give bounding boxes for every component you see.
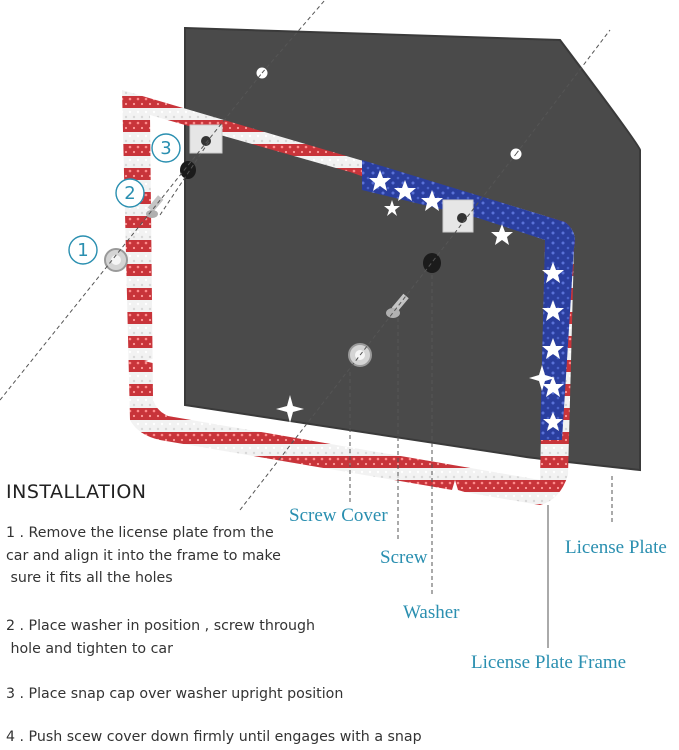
svg-text:2: 2 (124, 183, 135, 204)
step-1-line-3: sure it fits all the holes (6, 570, 173, 586)
installation-step-1: 1 . Remove the license plate from the ca… (6, 522, 336, 590)
label-screw-cover: Screw Cover (289, 505, 388, 526)
callout-3: 3 (151, 133, 181, 163)
screw-cover-left (104, 248, 128, 272)
step-3-line-1: 3 . Place snap cap over washer upright p… (6, 686, 344, 702)
label-screw: Screw (380, 547, 428, 568)
step-1-line-1: 1 . Remove the license plate from the (6, 525, 274, 541)
step-2-line-2: hole and tighten to car (6, 640, 173, 657)
installation-step-4: 4 . Push scew cover down firmly until en… (6, 726, 426, 749)
callout-1: 1 (68, 235, 98, 265)
callout-2: 2 (115, 178, 145, 208)
screw-left (146, 195, 164, 218)
svg-text:1: 1 (77, 240, 88, 261)
license-plate (184, 26, 641, 472)
label-license-plate: License Plate (565, 537, 667, 558)
washer-right (423, 253, 441, 273)
installation-title: INSTALLATION (6, 481, 147, 503)
washer-left (180, 161, 196, 179)
sparkle-highlights (144, 345, 555, 506)
installation-step-2: 2 . Place washer in position , screw thr… (6, 615, 336, 660)
installation-step-3: 3 . Place snap cap over washer upright p… (6, 683, 406, 706)
step-2-line-1: 2 . Place washer in position , screw thr… (6, 618, 316, 634)
step-1-line-2: car and align it into the frame to make (6, 547, 281, 564)
star-decorations (369, 170, 564, 431)
svg-text:3: 3 (160, 138, 171, 159)
label-washer: Washer (403, 602, 460, 623)
step-4-line-1: 4 . Push scew cover down firmly until en… (6, 729, 422, 745)
star-field (362, 160, 575, 440)
label-license-plate-frame: License Plate Frame (471, 652, 627, 673)
leader-lines (0, 0, 613, 595)
